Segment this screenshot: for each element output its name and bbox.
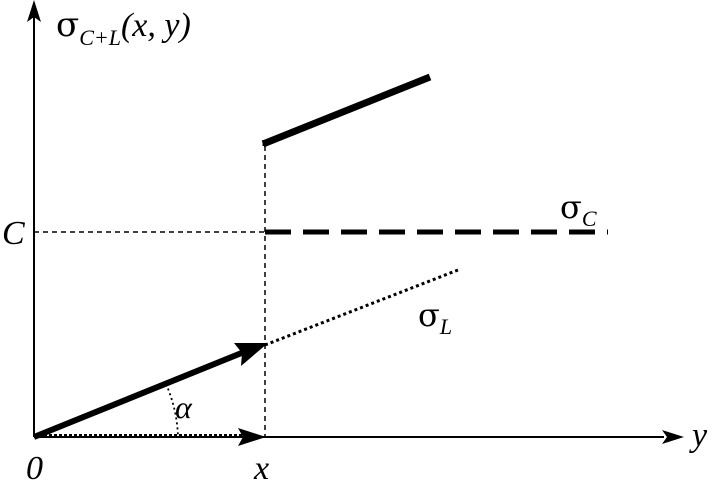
alpha-vector	[32, 349, 246, 440]
sigma-c-label: σC	[560, 188, 597, 231]
vertical-axis-sigma: σ	[56, 5, 79, 45]
alpha-arc	[165, 383, 179, 438]
sigma-c-subscript: C	[582, 206, 597, 231]
origin-label: 0	[26, 450, 43, 483]
horizontal-axis-label: y	[689, 417, 708, 454]
alpha-label: α	[175, 389, 193, 425]
sigma-l-label: σL	[418, 296, 452, 339]
vertical-axis-label: σC+L(x, y)	[56, 5, 191, 50]
sigma-l-symbol: σ	[418, 296, 440, 334]
sigma-l-subscript: L	[439, 314, 452, 339]
sigma-l-line	[264, 268, 459, 347]
alpha-vector-arrowhead	[234, 343, 268, 366]
vertical-axis-subscript: C+L	[79, 25, 121, 50]
c-level-label: C	[2, 215, 25, 252]
vertical-axis-arrowhead	[27, 0, 41, 22]
x-mark-label: x	[253, 450, 269, 483]
base-vector-arrowhead	[238, 428, 266, 446]
horizontal-axis-arrowhead	[662, 430, 684, 444]
sigma-c-symbol: σ	[560, 188, 582, 226]
vertical-axis-args: (x, y)	[121, 7, 191, 44]
sigma-c-plus-l-line	[261, 73, 432, 148]
